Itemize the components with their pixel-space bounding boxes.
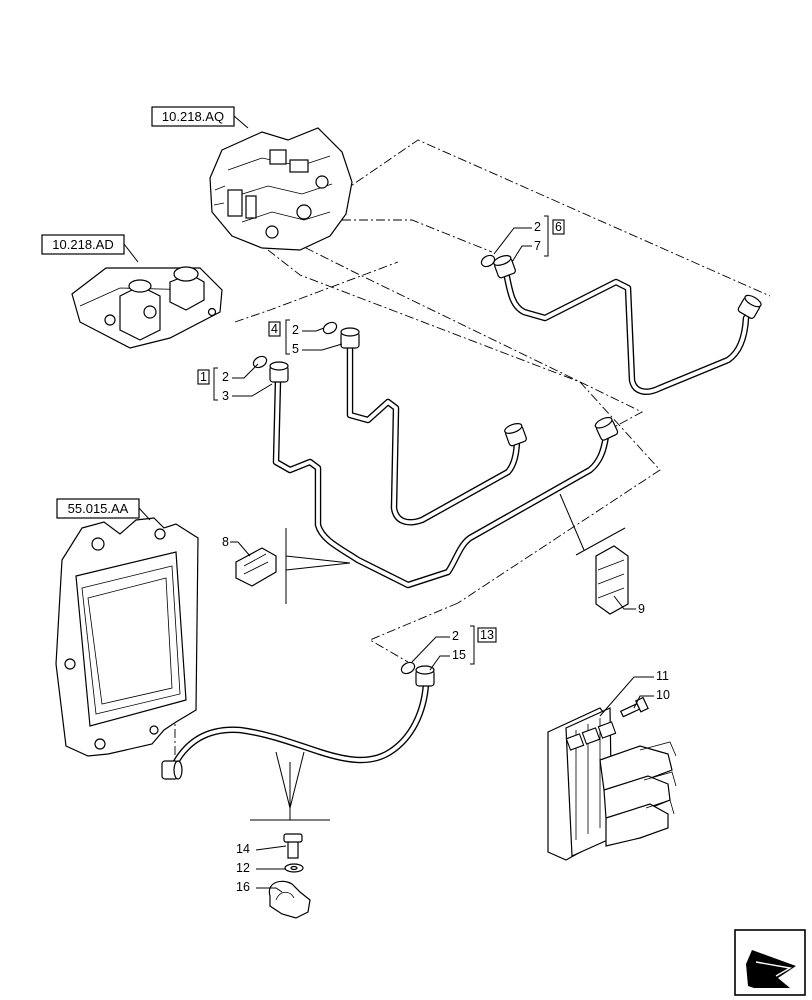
ecu-module — [55, 517, 199, 757]
clamp-hardware — [250, 751, 330, 919]
item-number: 3 — [222, 389, 229, 403]
reference-text: 10.218.AD — [52, 237, 113, 252]
reference-text: 10.218.AQ — [162, 109, 224, 124]
fuel-pipes — [172, 268, 750, 766]
item-group-4: 4 2 5 — [268, 319, 343, 356]
reference-text: 55.015.AA — [68, 501, 129, 516]
item-group-13: 2 15 13 — [411, 625, 497, 671]
pump-lower-housing — [71, 266, 223, 349]
bracket-assembly — [547, 696, 677, 861]
item-11-10: 11 10 — [599, 669, 670, 717]
item-number: 9 — [638, 602, 645, 616]
item-number: 13 — [480, 628, 494, 642]
item-number: 6 — [555, 220, 562, 234]
item-14-12-16: 14 12 16 — [236, 842, 287, 894]
item-number: 10 — [656, 688, 670, 702]
item-number: 2 — [534, 220, 541, 234]
item-number: 2 — [292, 323, 299, 337]
high-pressure-pump — [209, 127, 353, 251]
item-number: 15 — [452, 648, 466, 662]
item-9: 9 — [613, 595, 645, 616]
item-8: 8 — [222, 535, 251, 557]
item-number: 7 — [534, 239, 541, 253]
item-group-1: 1 2 3 — [197, 363, 273, 403]
pipe-fittings — [161, 255, 762, 780]
item-number: 12 — [236, 861, 250, 875]
assembly-dash-lines — [174, 139, 771, 760]
next-page-arrow-icon[interactable] — [734, 929, 806, 996]
item-number: 5 — [292, 342, 299, 356]
item-group-6: 2 7 6 — [493, 215, 565, 263]
item-number: 16 — [236, 880, 250, 894]
item-number: 8 — [222, 535, 229, 549]
item-number: 2 — [222, 370, 229, 384]
item-number: 14 — [236, 842, 250, 856]
reference-label-pump-upper[interactable]: 10.218.AQ — [151, 106, 235, 127]
item-number: 4 — [271, 322, 278, 336]
reference-label-pump-lower[interactable]: 10.218.AD — [41, 234, 125, 255]
clip-9 — [559, 493, 629, 615]
clip-8 — [235, 528, 351, 604]
item-number: 2 — [452, 629, 459, 643]
item-number: 11 — [656, 669, 669, 683]
reference-label-ecu[interactable]: 55.015.AA — [56, 498, 140, 519]
o-rings — [252, 254, 496, 675]
item-number: 1 — [200, 370, 207, 384]
